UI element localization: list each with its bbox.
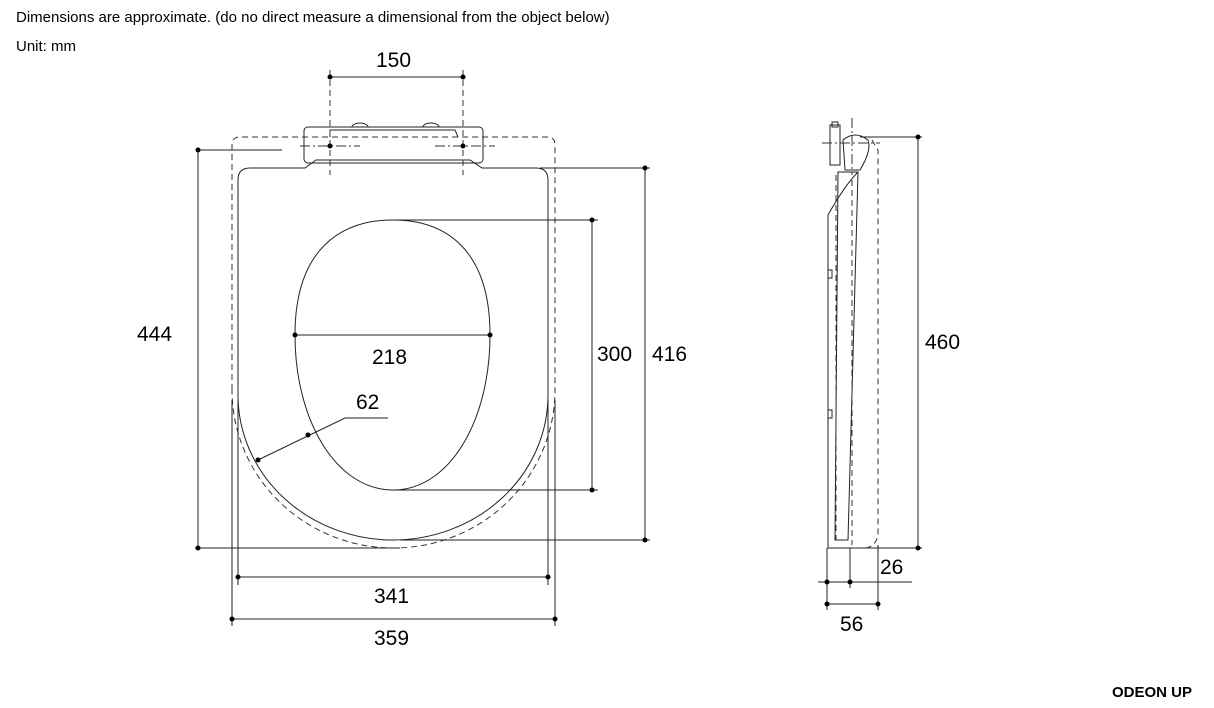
dim-overall-length: 444 (137, 323, 173, 346)
outer-outline (231, 136, 556, 549)
dim-hinge-spacing: 150 (376, 49, 412, 72)
dim-seat-width: 341 (374, 585, 410, 608)
dim-overall-width: 359 (374, 627, 410, 650)
side-view (822, 118, 880, 549)
dim-hole-length: 300 (597, 343, 633, 366)
hinge-plate (303, 126, 484, 164)
disclaimer-text: Dimensions are approximate. (do no direc… (16, 9, 610, 26)
dim-hole-width: 218 (372, 346, 408, 369)
unit-text: Unit: mm (16, 38, 76, 55)
dim-side-thickness: 26 (880, 556, 904, 579)
dim-corner-radius: 62 (356, 391, 380, 414)
dim-seat-length: 416 (652, 343, 688, 366)
dim-side-depth: 56 (840, 613, 864, 636)
product-name: ODEON UP (1112, 684, 1193, 701)
dim-side-height: 460 (925, 331, 961, 354)
